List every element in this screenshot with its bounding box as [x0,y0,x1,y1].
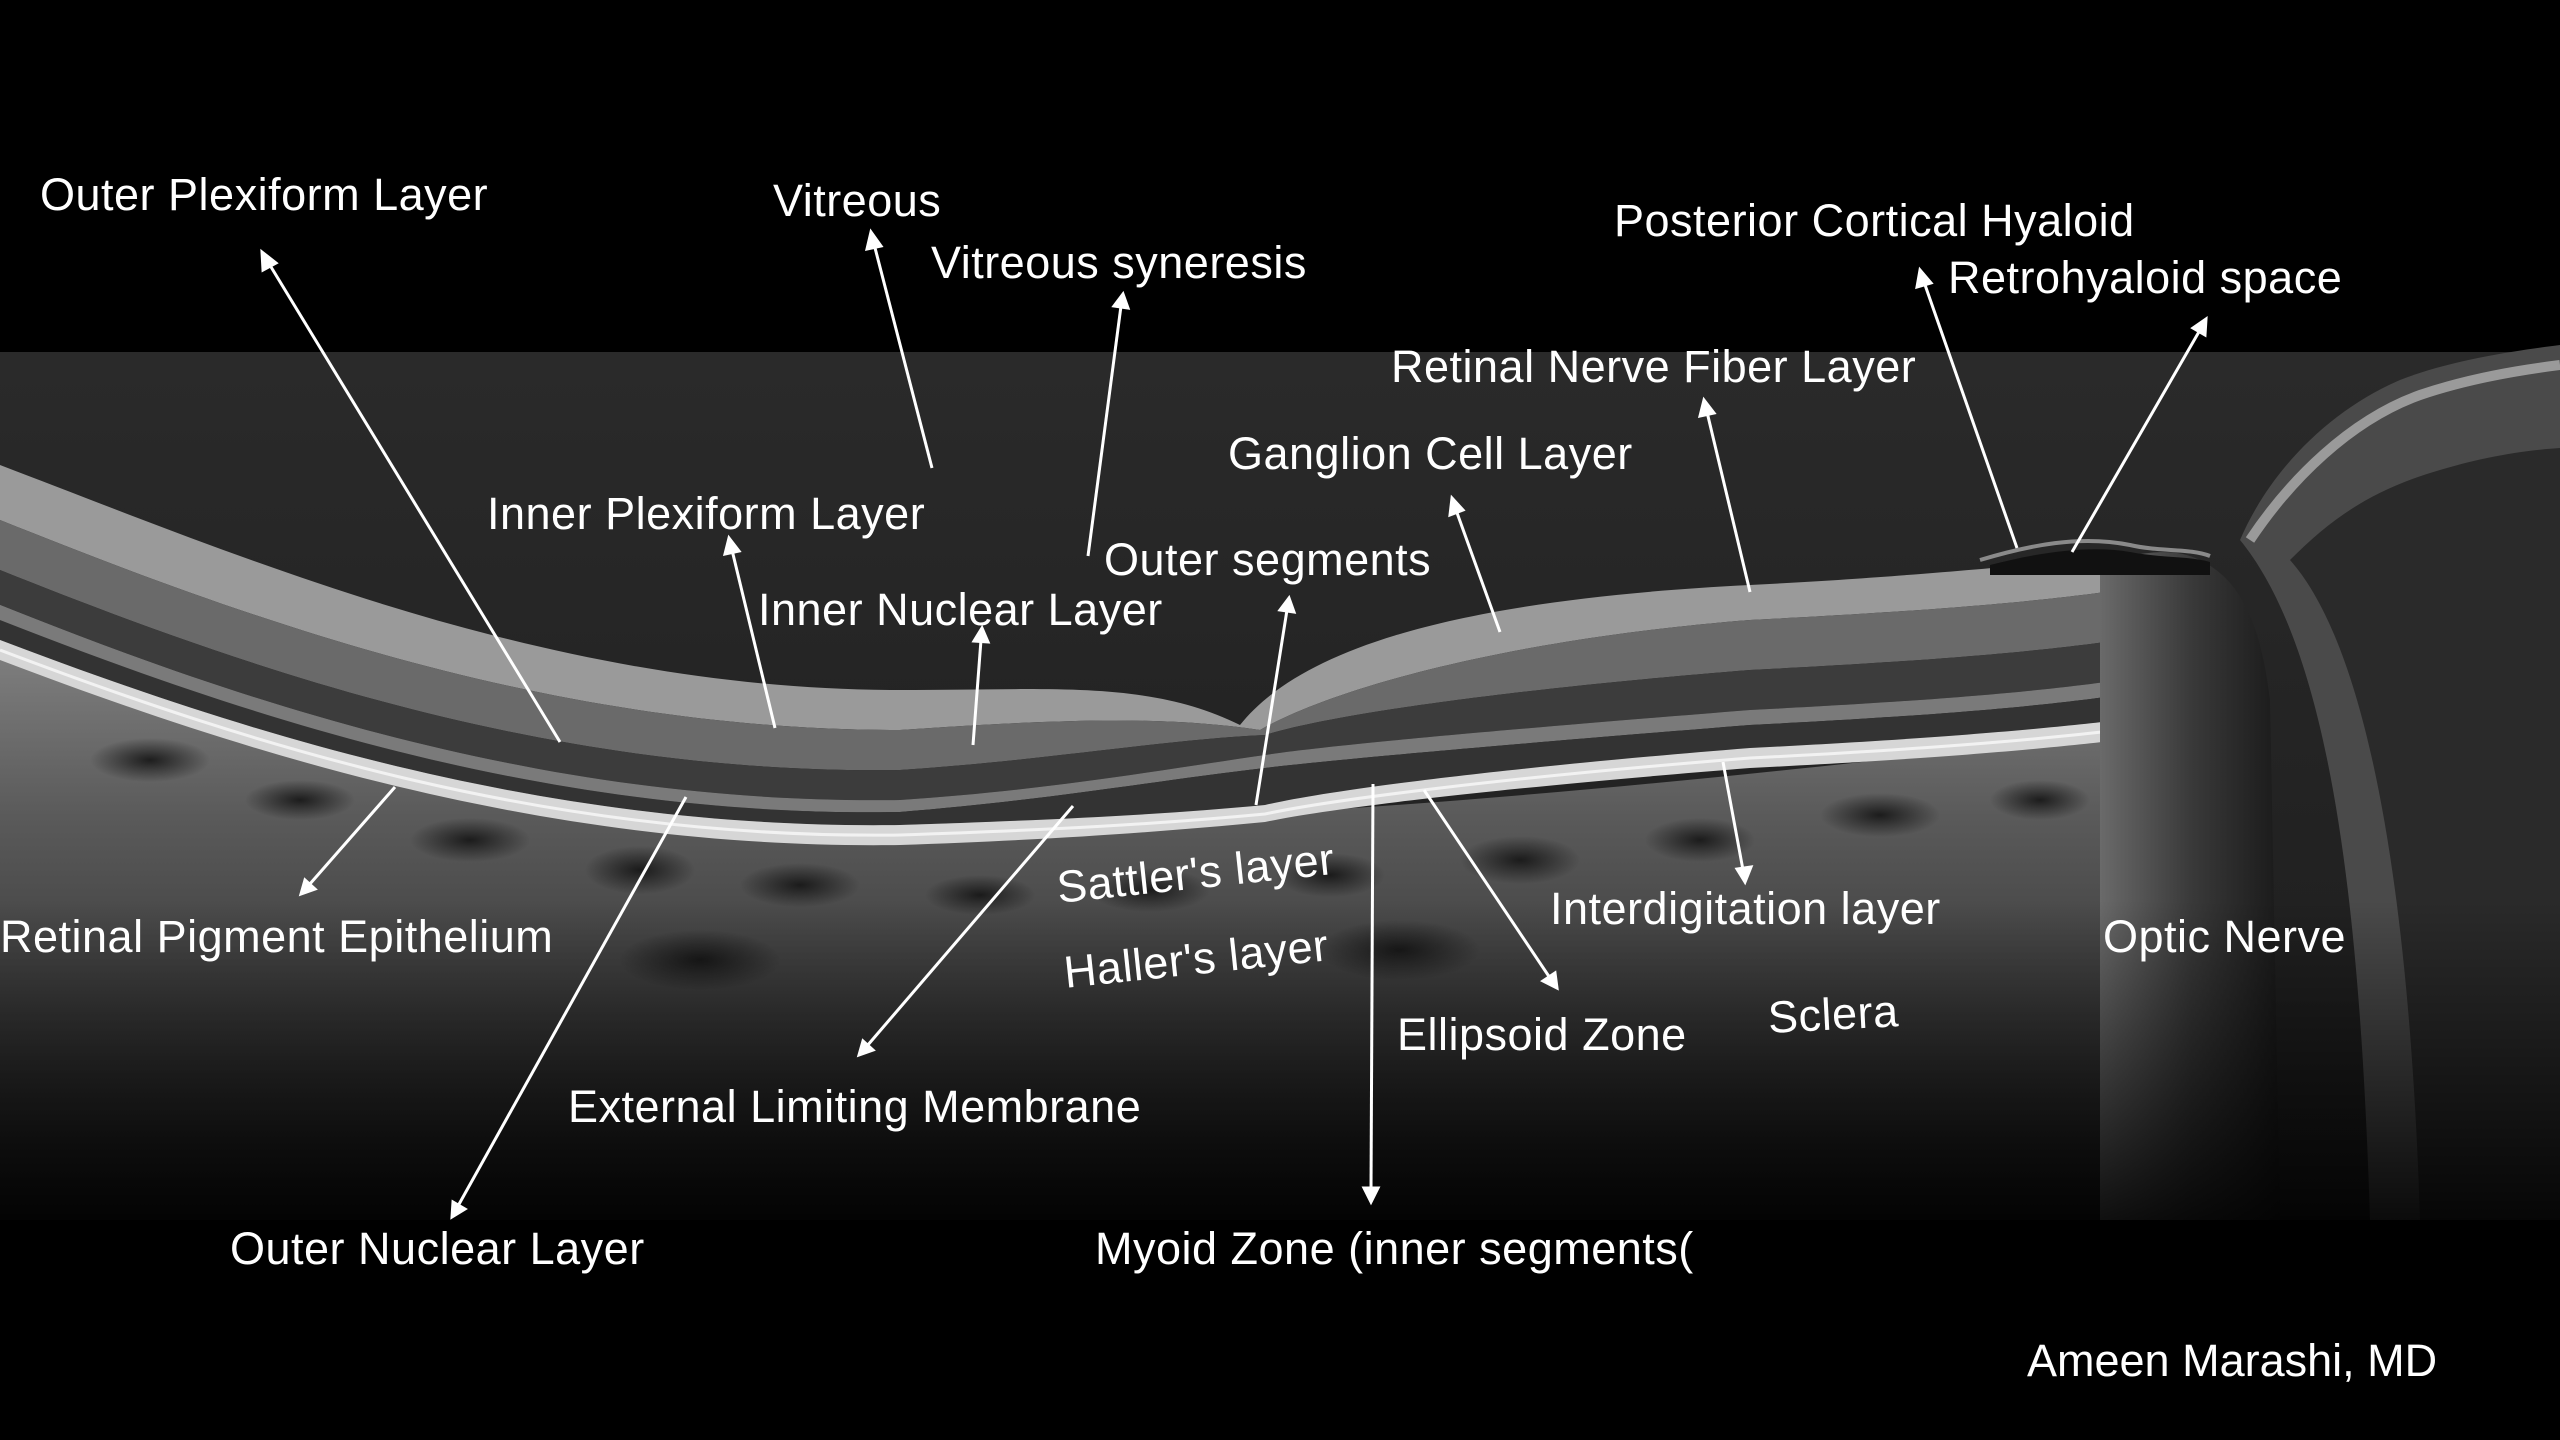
label-outer-plexiform-layer: Outer Plexiform Layer [40,172,488,217]
label-myoid-zone: Myoid Zone (inner segments( [1095,1226,1694,1271]
label-retinal-pigment-epithelium: Retinal Pigment Epithelium [0,914,553,959]
label-ellipsoid-zone: Ellipsoid Zone [1397,1012,1687,1057]
label-interdigitation-layer: Interdigitation layer [1550,886,1941,931]
label-posterior-cortical-hyaloid: Posterior Cortical Hyaloid [1614,198,2135,243]
label-retinal-nerve-fiber-layer: Retinal Nerve Fiber Layer [1391,344,1916,389]
label-outer-segments: Outer segments [1104,537,1431,582]
label-retrohyaloid-space: Retrohyaloid space [1948,255,2342,300]
label-outer-nuclear-layer: Outer Nuclear Layer [230,1226,645,1271]
label-vitreous-syneresis: Vitreous syneresis [931,240,1307,285]
label-sclera: Sclera [1767,988,1900,1040]
label-external-limiting-membrane: External Limiting Membrane [568,1084,1141,1129]
label-inner-plexiform-layer: Inner Plexiform Layer [487,491,925,536]
label-inner-nuclear-layer: Inner Nuclear Layer [758,587,1163,632]
arrow-myoid-zone [1371,784,1373,1190]
label-ganglion-cell-layer: Ganglion Cell Layer [1228,431,1633,476]
author-credit: Ameen Marashi, MD [2027,1338,2437,1383]
label-vitreous: Vitreous [773,178,941,223]
label-optic-nerve: Optic Nerve [2103,914,2346,959]
